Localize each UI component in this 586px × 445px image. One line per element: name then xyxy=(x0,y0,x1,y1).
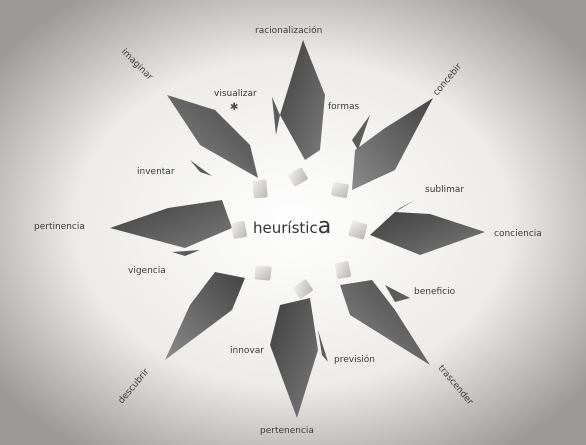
label-pertinencia: pertinencia xyxy=(34,222,85,232)
label-pertenencia: pertenencia xyxy=(260,426,314,436)
label-sublimar: sublimar xyxy=(425,185,464,195)
label-innovar: innovar xyxy=(230,346,264,356)
label-inventar: inventar xyxy=(137,167,175,177)
label-visualizar: visualizar xyxy=(214,89,257,99)
cube-upper-left xyxy=(252,179,268,198)
cube-left xyxy=(231,221,248,239)
cube-lower-left xyxy=(254,265,271,280)
label-formas: formas xyxy=(328,102,359,112)
label-vigencia: vigencia xyxy=(128,266,166,276)
label-racionalizacion: racionalización xyxy=(255,25,322,36)
label-conciencia: conciencia xyxy=(494,229,542,239)
cube-upper-right xyxy=(331,182,349,199)
label-prevision: previsión xyxy=(334,354,375,365)
cube-lower-right xyxy=(335,261,352,279)
label-beneficio: beneficio xyxy=(414,287,456,297)
sparkle-icon: ✱ xyxy=(230,102,238,113)
